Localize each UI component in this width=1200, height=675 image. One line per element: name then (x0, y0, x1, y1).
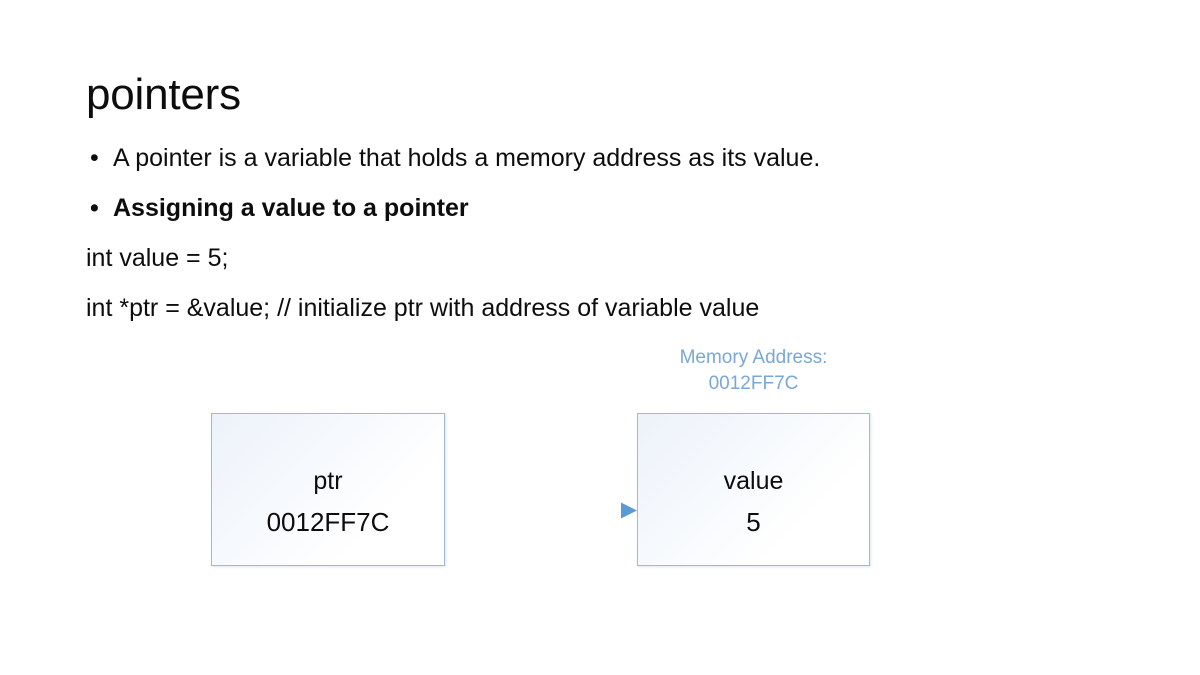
bullet-icon: • (90, 194, 99, 222)
code-line-2-text: int *ptr = &value; // initialize ptr wit… (86, 294, 760, 322)
bullet-line-2: • Assigning a value to a pointer (86, 183, 1136, 233)
arrowhead-icon (621, 502, 637, 519)
bullet-line-1: • A pointer is a variable that holds a m… (86, 133, 1136, 183)
memory-box-value[interactable]: value 5 (637, 413, 870, 566)
code-line-2: int *ptr = &value; // initialize ptr wit… (86, 283, 1136, 333)
memory-address-title: Memory Address: (679, 347, 828, 368)
bullet-icon: • (90, 144, 99, 172)
memory-box-value-value: 5 (746, 507, 761, 537)
pointer-arrow (411, 502, 637, 519)
memory-box-ptr-value: 0012FF7C (266, 507, 390, 537)
memory-address-value: 0012FF7C (708, 373, 799, 394)
memory-box-ptr-name: ptr (313, 467, 343, 495)
page-title: pointers (86, 70, 241, 119)
code-line-1: int value = 5; (86, 233, 1136, 283)
memory-box-ptr[interactable]: ptr 0012FF7C (211, 413, 445, 566)
slide-body: • A pointer is a variable that holds a m… (86, 133, 1136, 333)
bullet-line-1-text: A pointer is a variable that holds a mem… (113, 144, 821, 172)
bullet-line-2-text: Assigning a value to a pointer (113, 194, 469, 222)
memory-address-label: Memory Address: 0012FF7C (637, 345, 870, 397)
code-line-1-text: int value = 5; (86, 244, 229, 272)
memory-box-value-name: value (723, 467, 784, 495)
